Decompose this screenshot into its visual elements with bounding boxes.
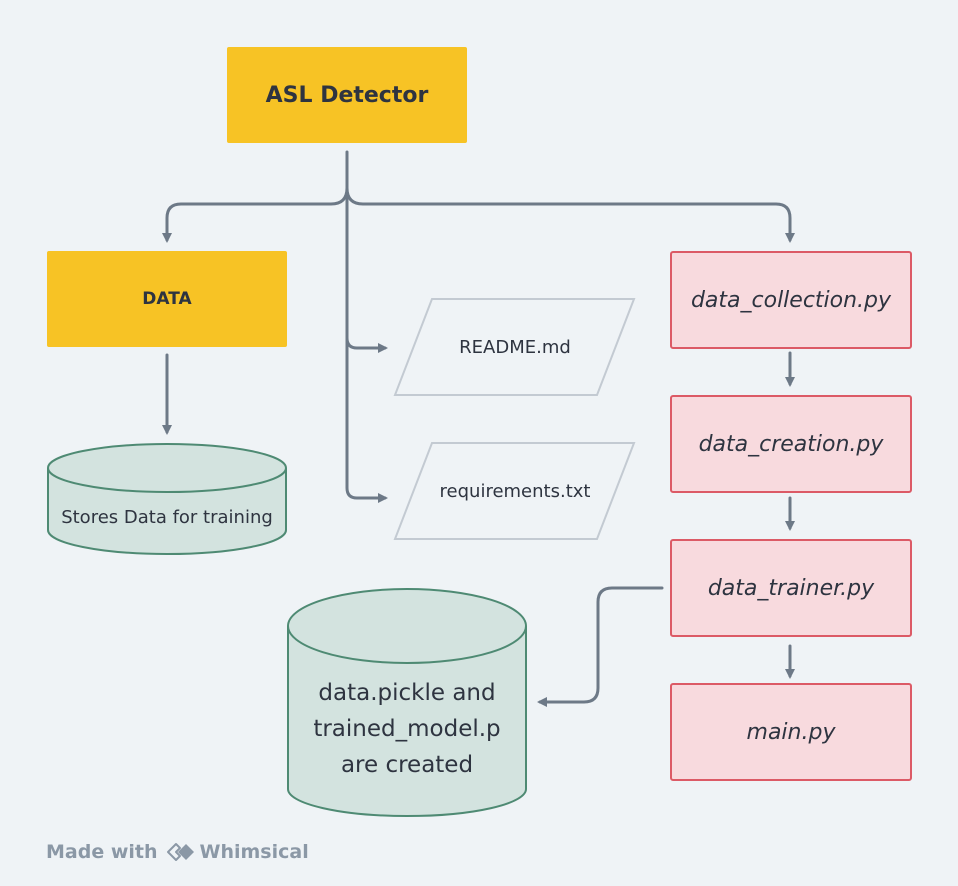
whimsical-brand-text: Whimsical <box>199 841 309 863</box>
stores-data-text: Stores Data for training <box>48 500 286 534</box>
whimsical-logo-icon <box>166 843 194 861</box>
data-trainer-node: data_trainer.py <box>670 539 912 637</box>
data-folder-label: DATA <box>142 289 192 309</box>
requirements-shape <box>393 442 636 540</box>
data-creation-node: data_creation.py <box>670 395 912 493</box>
pickle-label-line-3: are created <box>340 752 474 778</box>
main-label: main.py <box>746 719 836 745</box>
storage-cylinder-large <box>287 588 527 817</box>
pickle-text: data.pickle and trained_model.p are crea… <box>288 672 526 786</box>
data-collection-node: data_collection.py <box>670 251 912 349</box>
readme-node: README.md <box>420 325 610 369</box>
data-trainer-label: data_trainer.py <box>707 575 875 601</box>
main-node: main.py <box>670 683 912 781</box>
whimsical-footer[interactable]: Made with Whimsical <box>46 838 309 866</box>
root-node-label: ASL Detector <box>265 82 429 108</box>
pickle-label-line-2: trained_model.p <box>313 716 501 742</box>
connector-root-readme <box>345 336 388 353</box>
stores-data-label: Stores Data for training <box>61 506 273 528</box>
pickle-label-line-1: data.pickle and <box>318 680 496 706</box>
connector-root-collection <box>345 186 795 243</box>
root-node-asl-detector: ASL Detector <box>227 47 467 143</box>
readme-label: README.md <box>459 336 571 358</box>
connector-trainer-pickle <box>537 586 664 707</box>
readme-shape <box>393 298 636 396</box>
storage-cylinder-small <box>47 443 287 555</box>
requirements-label: requirements.txt <box>439 480 591 502</box>
connector-root-data <box>162 186 349 243</box>
data-creation-label: data_creation.py <box>698 431 884 457</box>
connector-root-trunk <box>345 150 388 503</box>
data-collection-label: data_collection.py <box>690 287 892 313</box>
data-folder-node: DATA <box>47 251 287 347</box>
made-with-text: Made with <box>46 841 158 863</box>
requirements-node: requirements.txt <box>420 469 610 513</box>
